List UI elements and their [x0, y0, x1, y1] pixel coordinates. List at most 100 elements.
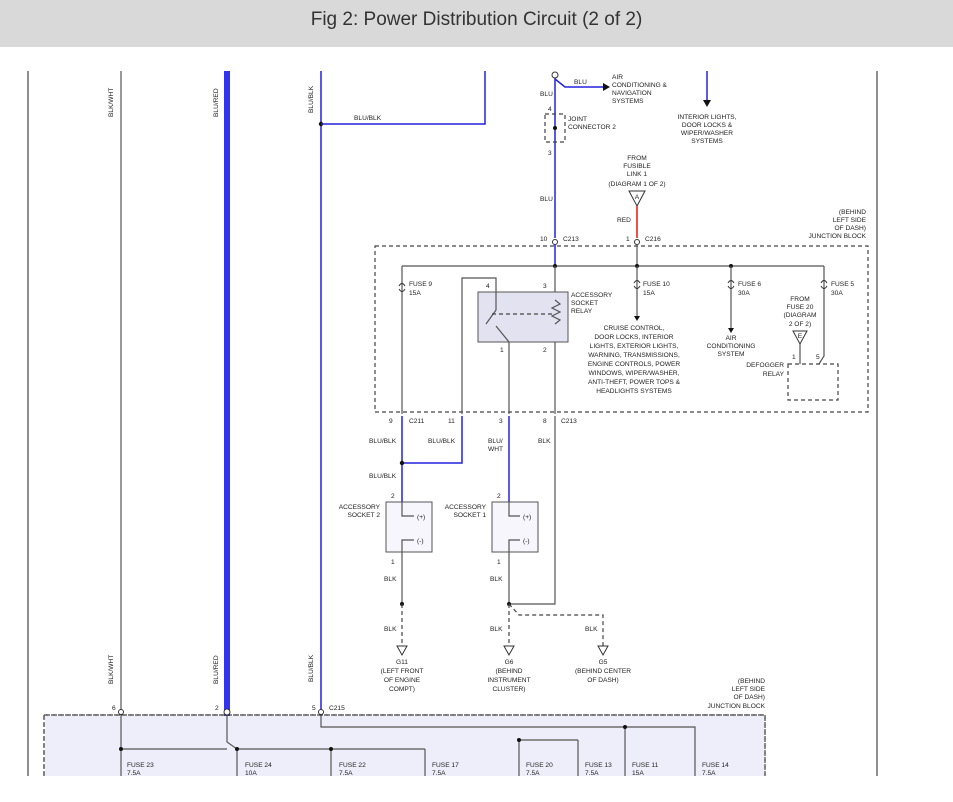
interior-line-1: INTERIOR LIGHTS, — [678, 114, 737, 121]
joint-connector-dot — [553, 126, 557, 130]
jb-lower-pin-5: 5 — [312, 705, 316, 712]
socket1-label-2: SOCKET 1 — [454, 512, 487, 519]
fuse10-label-2: 15A — [643, 290, 655, 297]
cruise-line-6: WINDOWS, WIPER/WASHER, — [589, 370, 680, 377]
reference-label-a: A — [635, 194, 640, 201]
wire-label-blu-blk-relay: BLU/BLK — [428, 438, 456, 445]
from-fusible-line-2: FUSIBLE — [623, 163, 651, 170]
ac-nav-line-4: SYSTEMS — [612, 98, 644, 105]
socket2-label-1: ACCESSORY — [339, 504, 381, 511]
reference-triangle-e — [792, 330, 808, 346]
lower-dot-121 — [119, 747, 123, 751]
jb-lower-location-2: LEFT SIDE — [732, 686, 766, 693]
jb-bottom-pin-11: 11 — [448, 418, 455, 425]
socket1-minus-lead — [508, 539, 520, 552]
relay-coil-icon — [550, 299, 562, 325]
blu-red-heavy-wire — [224, 71, 230, 716]
ac-system-line-2: CONDITIONING — [707, 343, 756, 350]
wire-label-blk-wht-top: BLK/WHT — [108, 88, 115, 117]
jb-bottom-pin-3: 3 — [499, 418, 503, 425]
joint-connector-line-1: JOINT — [568, 116, 587, 123]
from-fuse20-line-2: FUSE 20 — [787, 304, 814, 311]
connector-terminal-top — [551, 71, 559, 79]
lower-wire-321 — [320, 716, 696, 776]
socket2-pin-1: 1 — [391, 559, 395, 566]
interior-line-2: DOOR LOCKS & — [682, 122, 733, 129]
wire-label-blu-top: BLU — [574, 79, 587, 86]
g6-label-2: (BEHIND — [495, 668, 522, 675]
from-fusible-line-4: (DIAGRAM 1 OF 2) — [608, 181, 665, 188]
wire-label-blu-red-bottom: BLU/RED — [213, 655, 220, 684]
socket1-label-1: ACCESSORY — [445, 504, 487, 511]
blu-wire-to-ac — [554, 78, 603, 88]
fuse11-label-1: FUSE 11 — [632, 762, 659, 769]
fuse6-arrow-icon — [728, 328, 734, 333]
fuse23-label-1: FUSE 23 — [127, 762, 154, 769]
reference-triangle-a — [628, 190, 646, 208]
socket2-minus-lead — [401, 539, 414, 552]
jb-upper-location-4: JUNCTION BLOCK — [808, 233, 866, 240]
ground-icon-g11 — [396, 645, 408, 657]
ac-nav-line-1: AIR — [612, 74, 623, 81]
defogger-label-1: DEFOGGER — [746, 362, 784, 369]
cruise-line-8: HEADLIGHTS SYSTEMS — [596, 388, 672, 395]
fuse9-symbol — [398, 283, 406, 292]
reference-label-e: E — [798, 333, 803, 340]
defogger-relay — [787, 363, 839, 401]
jb-upper-location-3: OF DASH) — [834, 225, 866, 232]
ac-system-line-1: AIR — [726, 335, 737, 342]
ground-icon-g5 — [597, 645, 609, 657]
relay-switch-lower — [495, 325, 510, 343]
wire-label-blu-blk-branch: BLU/BLK — [354, 115, 382, 122]
relay-label-2: SOCKET — [571, 300, 598, 307]
relay-switch-contact — [485, 292, 497, 325]
cruise-line-4: WARNING, TRANSMISSIONS, — [588, 352, 680, 359]
fuse17-label-1: FUSE 17 — [432, 762, 459, 769]
fuse23-label-2: 7.5A — [127, 770, 141, 777]
g11-label-3: OF ENGINE — [384, 677, 421, 684]
g6-label-4: CLUSTER) — [493, 686, 526, 693]
jb-bottom-pin-8: 8 — [543, 418, 547, 425]
wire-label-blk-s1-top: BLK — [490, 576, 503, 583]
g5-label-3: OF DASH) — [587, 677, 619, 684]
joint-connector-line-2: CONNECTOR 2 — [568, 124, 616, 131]
socket2-plus: (+) — [417, 514, 425, 521]
fuse5-label-1: FUSE 5 — [831, 281, 854, 288]
joint-connector-2 — [544, 113, 566, 143]
fuse20-label-2: 7.5A — [526, 770, 540, 777]
interior-line-4: SYSTEMS — [691, 138, 723, 145]
fuse9-label-1: FUSE 9 — [409, 281, 432, 288]
wire-label-blu-left: BLU — [540, 91, 553, 98]
socket1-pin-1: 1 — [497, 559, 501, 566]
accessory-socket-1 — [491, 501, 539, 553]
fuse13-label-2: 7.5A — [585, 770, 599, 777]
fuse6-label-1: FUSE 6 — [738, 281, 761, 288]
socket2-minus: (-) — [417, 538, 424, 545]
wire-label-blk-g5: BLK — [585, 626, 598, 633]
wire-label-blk-s2-bottom: BLK — [384, 626, 397, 633]
lower-dot-625 — [623, 725, 627, 729]
from-fuse20-line-4: 2 OF 2) — [789, 321, 811, 328]
jb-lower-location-4: JUNCTION BLOCK — [707, 703, 765, 710]
defogger-label-2: RELAY — [763, 371, 785, 378]
socket2-plus-lead — [401, 502, 414, 517]
pin-label-10: 10 — [540, 236, 548, 243]
cruise-line-2: DOOR LOCKS, INTERIOR — [594, 334, 673, 341]
accessory-socket-2 — [385, 501, 433, 553]
fuse5-label-2: 30A — [831, 290, 843, 297]
relay-pin-2: 2 — [543, 347, 547, 354]
jb-lower-location-3: OF DASH) — [733, 694, 765, 701]
ac-nav-line-3: NAVIGATION — [612, 90, 652, 97]
cruise-line-3: LIGHTS, EXTERIOR LIGHTS, — [590, 343, 679, 350]
g5-label-2: (BEHIND CENTER — [575, 668, 631, 675]
fuse10-symbol — [633, 280, 641, 289]
pin-terminal-2 — [223, 708, 231, 716]
arrow-down-icon — [703, 100, 711, 107]
relay-pin-4: 4 — [486, 283, 490, 290]
lower-wire-227 — [226, 716, 238, 776]
wire-label-blu-blk-top: BLU/BLK — [308, 85, 315, 113]
socket1-minus: (-) — [523, 538, 530, 545]
wiring-diagram: BLK/WHT BLK/WHT BLU/RED BLU/RED BLU/BLK … — [0, 71, 953, 802]
g11-label-2: (LEFT FRONT — [381, 668, 424, 675]
wire-label-blk-relay: BLK — [538, 438, 551, 445]
